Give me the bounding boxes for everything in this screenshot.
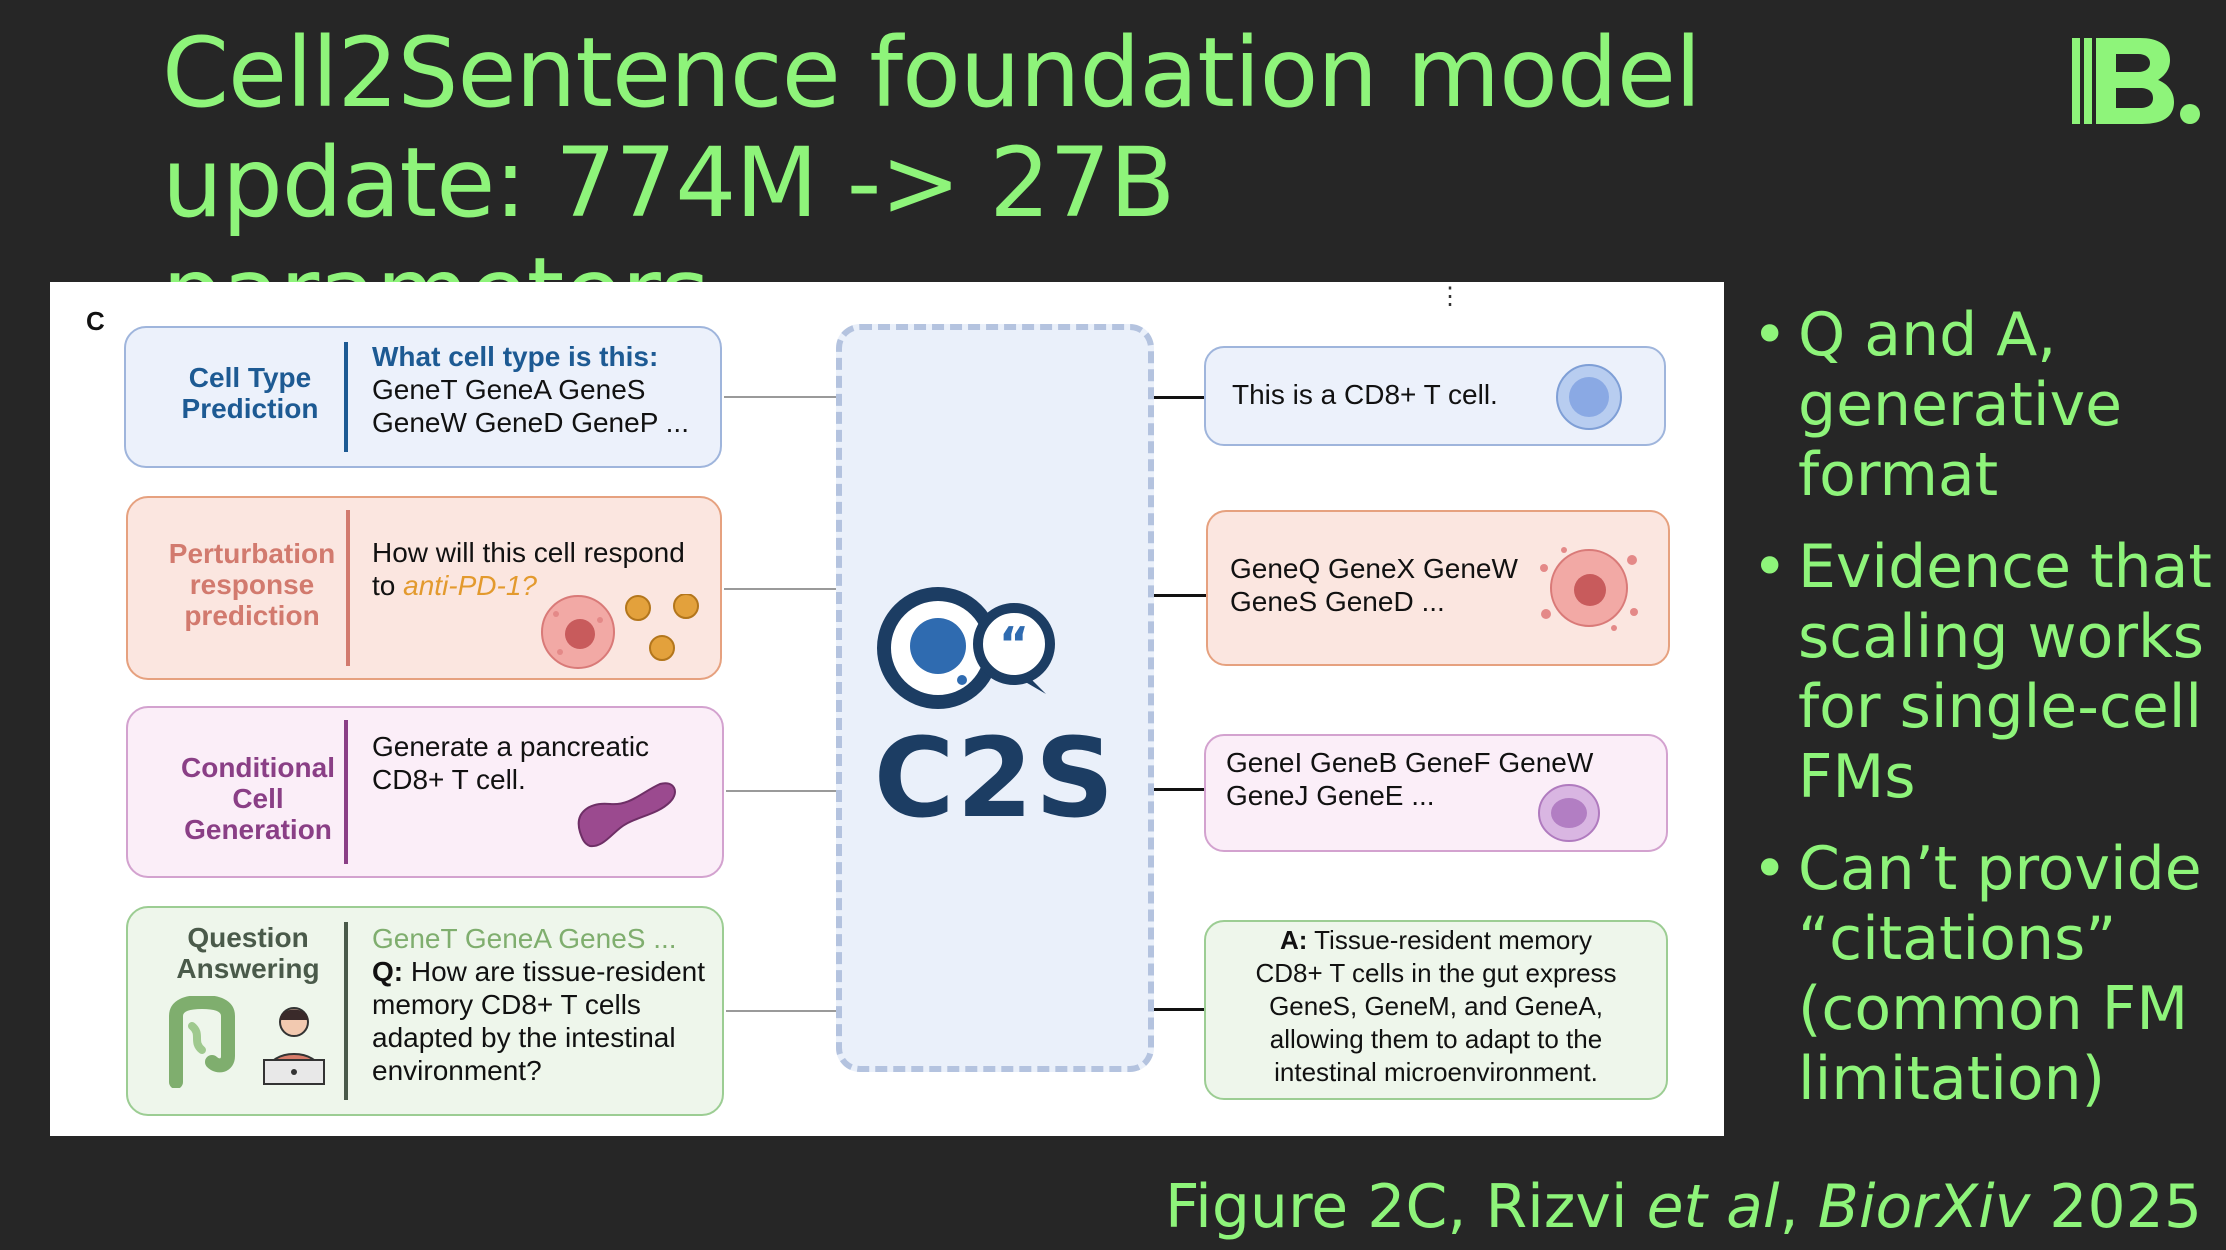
slide-title: Cell2Sentence foundation model update: 7… [162,18,1722,348]
task-cell-type-box [124,326,722,468]
tumor-cell-icon [541,595,615,669]
task-qa-prompt: GeneT GeneA GeneS ... Q: How are tissue-… [372,922,717,1087]
bullet-item: Q and A, generative format [1752,300,2212,510]
input-connector-3 [726,790,838,792]
input-connector-1 [724,396,838,398]
antibody-particles-icon [625,594,699,661]
task-perturbation-divider [346,510,350,666]
task-cell-type-label: Cell Type Prediction [181,362,319,424]
task-perturbation-label: Perturbation response prediction [168,538,336,631]
svg-text:“: “ [999,617,1029,671]
bullet-item: Evidence that scaling works for single-c… [1752,532,2212,812]
task-perturbation-box [126,496,722,680]
task-qa-genes: GeneT GeneA GeneS ... [372,923,677,954]
pancreas-icon [577,782,676,848]
bullet-item: Can’t provide “citations” (common FM lim… [1752,834,2212,1114]
c2s-model-block [836,324,1154,1072]
generated-cell-icon [1538,784,1600,842]
task-cell-type-divider [344,342,348,452]
task-generation-box [126,706,724,878]
t-cell-icon [1556,364,1622,430]
task-qa-divider [344,922,348,1100]
task-generation-divider [344,720,348,864]
task-perturbation-prompt: How will this cell respond to anti-PD-1? [372,537,685,601]
answer-qa-text: A: Tissue-resident memory CD8+ T cells i… [1255,925,1617,1087]
researcher-laptop-icon [263,1007,325,1085]
c2s-model-label: C2S [873,714,1117,842]
brand-logo-icon [2072,38,2200,124]
answer-qa-box [1204,920,1668,1100]
intestine-icon [169,996,235,1088]
figure-citation: Figure 2C, Rizvi et al, BiorXiv 2025 [1165,1172,2202,1242]
slide-title-line-1: Cell2Sentence foundation model [162,17,1702,129]
task-generation-label: Conditional Cell Generation [181,752,335,845]
antibody-name: anti-PD-1? [403,570,537,601]
task-cell-type-prompt: What cell type is this: GeneT GeneA Gene… [372,341,689,438]
figure-panel-letter: C [86,306,105,336]
c2s-chat-bubbles-icon: “ [877,587,1055,709]
bullet-list: Q and A, generative format Evidence that… [1752,300,2212,1136]
task-generation-prompt: Generate a pancreatic CD8+ T cell. [372,731,650,795]
perturbed-cell-icon [1540,547,1638,631]
answer-perturbation-text: GeneQ GeneX GeneW GeneS GeneD ... [1230,553,1518,617]
more-options-icon: ⋮ [1438,283,1462,310]
input-connector-4 [726,1010,838,1012]
answer-generation-text: GeneI GeneB GeneF GeneW GeneJ GeneE ... [1226,747,1594,811]
task-qa-label: Question Answering [176,922,320,984]
figure-panel: C ⋮ Cell Type Prediction What cell type … [50,282,1724,1136]
input-connector-2 [724,588,838,590]
answer-cell-type-text: This is a CD8+ T cell. [1232,379,1498,410]
